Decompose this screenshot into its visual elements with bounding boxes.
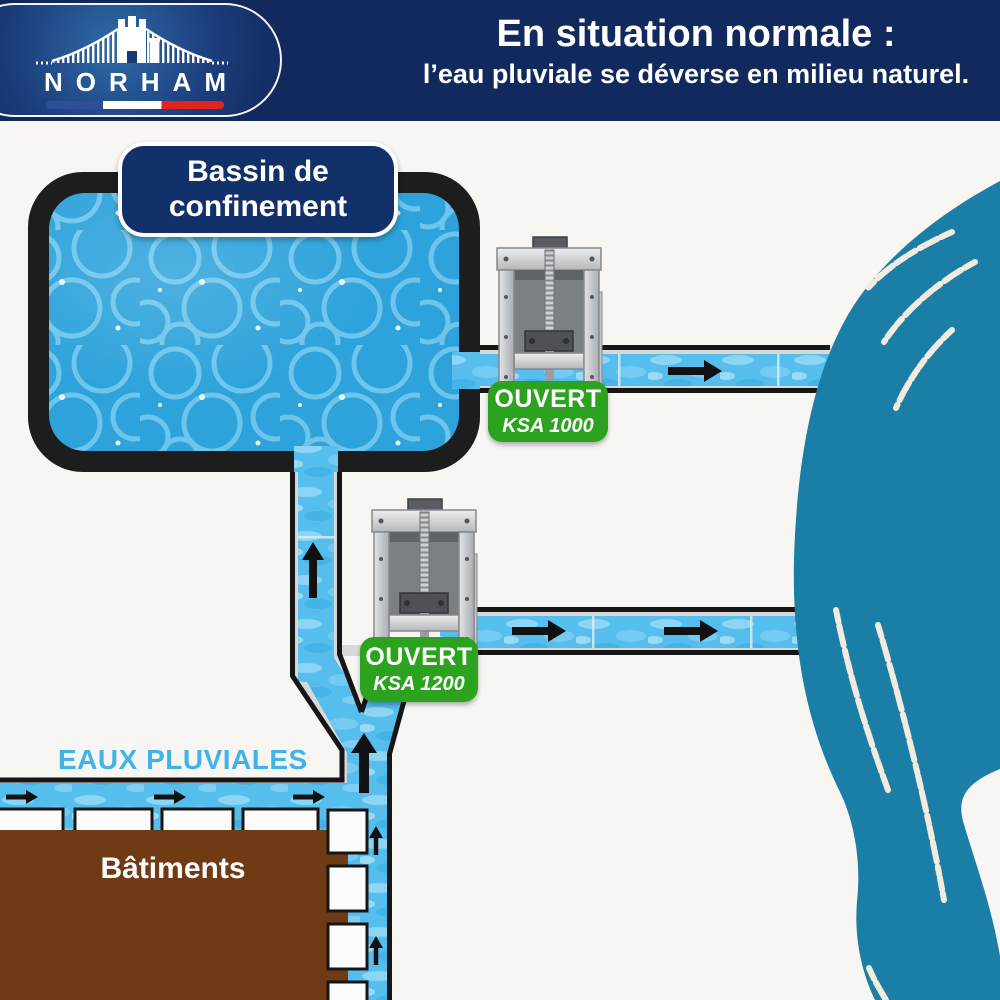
flow-arrows [6, 360, 722, 965]
basin-outlet-right [452, 352, 480, 389]
valve-status-ksa-1200: OUVERT KSA 1200 [360, 637, 478, 702]
valve-status-text: OUVERT [494, 385, 602, 413]
page-title: En situation normale : [496, 13, 896, 55]
valve-model-text: KSA 1000 [502, 415, 594, 437]
river-current-streaks [833, 229, 978, 1000]
building-side-drain-boxes [326, 808, 369, 1000]
basin-outlet-bottom [294, 446, 338, 472]
buildings-block [0, 830, 348, 1000]
stormwater-label: EAUX PLUVIALES [58, 744, 308, 775]
french-flag-bar [46, 101, 224, 109]
basin-label: Bassin de confinement [118, 142, 398, 237]
norham-logo: NORHAM [0, 3, 282, 117]
basin-label-text: Bassin de confinement [168, 155, 348, 223]
valve-model-text: KSA 1200 [373, 673, 465, 695]
norham-wordmark: NORHAM [44, 67, 239, 97]
valve-status-text: OUVERT [365, 643, 473, 671]
containment-basin [28, 172, 480, 472]
valve-status-ksa-1000: OUVERT KSA 1000 [488, 381, 608, 442]
page-subtitle: l’eau pluviale se déverse en milieu natu… [422, 58, 970, 89]
buildings-label: Bâtiments [100, 852, 246, 885]
castle-bridge-icon [36, 16, 228, 65]
header: NORHAM En situation normale : l’eau pluv… [0, 0, 1000, 121]
river [793, 181, 1000, 1000]
header-titles: En situation normale : l’eau pluviale se… [400, 0, 992, 121]
